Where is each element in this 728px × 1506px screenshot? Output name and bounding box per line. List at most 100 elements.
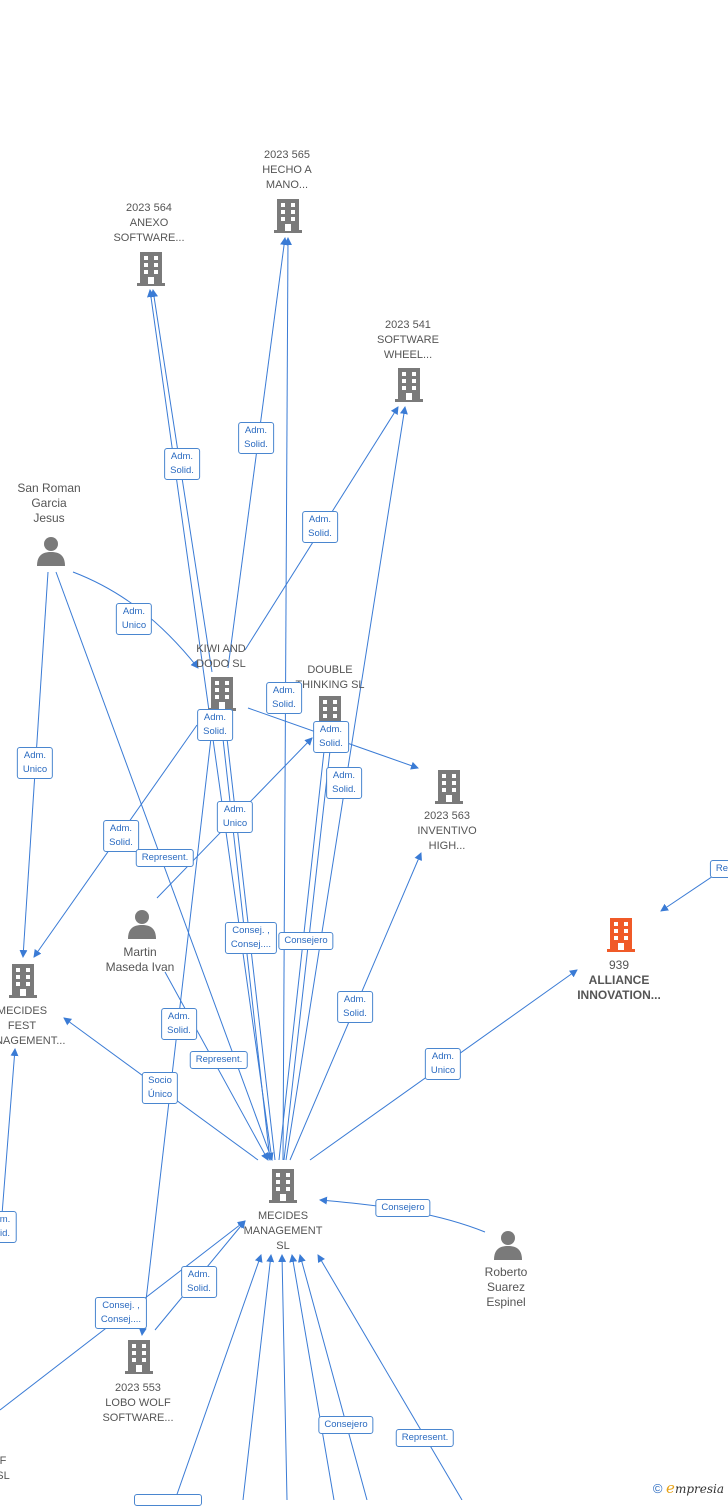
edge-label-line: Solid. bbox=[244, 439, 268, 450]
edge-label-line: Adm. bbox=[23, 750, 47, 761]
edge-label[interactable]: Adm. Unico bbox=[16, 747, 54, 779]
edge-label[interactable]: Re bbox=[709, 860, 728, 878]
edge-label-line: Solid. bbox=[167, 1025, 191, 1036]
edge-label[interactable]: Adm.Unico bbox=[216, 801, 254, 833]
node-line: 2023 541 bbox=[385, 319, 431, 331]
person-icon bbox=[37, 537, 65, 566]
edge-label[interactable]: Adm.Unico bbox=[115, 603, 153, 635]
footer-brand: © empresia bbox=[653, 1479, 724, 1497]
node-line: 2023 553 bbox=[115, 1382, 161, 1394]
edge-label[interactable]: Adm.Solid. bbox=[197, 709, 233, 741]
node-line: MANAGEMENT bbox=[243, 1225, 323, 1237]
node-line: San Roman bbox=[17, 481, 81, 495]
edge-bottom-4 bbox=[289, 1254, 335, 1500]
node-offscreen-partial[interactable]: F SL bbox=[0, 1454, 10, 1484]
edge-label[interactable]: Adm.Solid. bbox=[181, 1266, 217, 1298]
edge-label[interactable]: Adm.Solid. bbox=[161, 1008, 197, 1040]
edge-label[interactable]: Adm. Solid. bbox=[302, 511, 338, 543]
node-line: KIWI AND bbox=[196, 643, 246, 655]
edge-label[interactable]: m. id. bbox=[0, 1211, 17, 1243]
edge-label[interactable]: Represent. bbox=[395, 1429, 455, 1447]
node-alliance-innovation[interactable]: 939 ALLIANCE INNOVATION... bbox=[577, 958, 661, 1003]
edge-label-line: Adm. bbox=[308, 514, 332, 525]
node-kiwi-and-dodo[interactable]: KIWI AND DODO SL bbox=[196, 642, 246, 672]
node-line: MANAGEMENT... bbox=[0, 1035, 66, 1047]
edge-label[interactable]: Represent. bbox=[189, 1051, 249, 1069]
edge-label[interactable]: Consej. ,Consej.... bbox=[224, 922, 278, 954]
edge-label-line: Solid. bbox=[308, 528, 332, 539]
edge-label[interactable]: Represent. bbox=[135, 849, 195, 867]
edge-offscreen-fest bbox=[0, 1048, 19, 1241]
node-roberto-suarez[interactable]: Roberto Suarez Espinel bbox=[485, 1265, 528, 1310]
node-line: INNOVATION... bbox=[577, 988, 661, 1002]
edge-label-line: Solid. bbox=[187, 1283, 211, 1294]
node-san-roman[interactable]: San Roman Garcia Jesus bbox=[17, 481, 80, 526]
edge-label[interactable]: Adm. Solid. bbox=[238, 422, 274, 454]
node-line: SOFTWARE... bbox=[102, 1412, 174, 1424]
node-line: FEST bbox=[7, 1020, 37, 1032]
edge-label-line: Consej.... bbox=[100, 1314, 142, 1325]
node-hecho-a-mano[interactable]: 2023 565 HECHO A MANO... bbox=[262, 148, 312, 193]
edge-label[interactable]: Consej. , Consej.... bbox=[94, 1297, 148, 1329]
edge-label-line: Re bbox=[715, 863, 728, 874]
node-line: DODO SL bbox=[196, 658, 246, 670]
edge-label[interactable]: Adm.Solid. bbox=[337, 991, 373, 1023]
edge-bottom-3 bbox=[278, 1254, 288, 1500]
node-line: 939 bbox=[608, 958, 630, 972]
node-line: Espinel bbox=[486, 1295, 526, 1309]
node-line: SOFTWARE bbox=[377, 334, 439, 346]
node-line: DOUBLE bbox=[307, 664, 353, 676]
building-icon bbox=[395, 368, 423, 402]
edge-label[interactable]: Adm. Solid. bbox=[326, 767, 362, 799]
node-line: SL bbox=[0, 1470, 10, 1482]
edge-label[interactable]: Consejero bbox=[318, 1416, 374, 1434]
building-icon bbox=[607, 918, 635, 952]
node-line: Martin bbox=[123, 945, 157, 959]
edge-label-line: m. bbox=[0, 1214, 11, 1225]
node-line: SOFTWARE... bbox=[113, 232, 185, 244]
node-line: MECIDES bbox=[0, 1005, 48, 1017]
edge-label-partial[interactable] bbox=[134, 1494, 202, 1506]
edge-label-line: Solid. bbox=[272, 699, 296, 710]
node-martin-maseda[interactable]: Martin Maseda Ivan bbox=[106, 945, 175, 975]
edge-label-line: Consej. , bbox=[102, 1300, 140, 1311]
node-line: INVENTIVO bbox=[417, 825, 477, 837]
edge-label[interactable]: Adm.Solid. bbox=[313, 721, 349, 753]
node-line: Roberto bbox=[484, 1265, 528, 1279]
edge-label-line: id. bbox=[0, 1228, 11, 1239]
edge-label-line: Unico bbox=[222, 818, 248, 829]
edge-label[interactable]: Adm.Unico bbox=[424, 1048, 462, 1080]
node-double-thinking[interactable]: DOUBLE THINKING SL bbox=[295, 663, 364, 693]
node-line: LOBO WOLF bbox=[105, 1397, 171, 1409]
edge-label-line: Consej.... bbox=[230, 939, 272, 950]
edge-label-line: Solid. bbox=[170, 465, 194, 476]
node-mecides-management[interactable]: MECIDES MANAGEMENT SL bbox=[244, 1209, 323, 1254]
node-line: MECIDES bbox=[257, 1210, 309, 1222]
node-line: MANO... bbox=[265, 179, 309, 191]
person-icon bbox=[494, 1231, 522, 1260]
edge-label[interactable]: Consejero bbox=[375, 1199, 431, 1217]
edge-label-line: Unico bbox=[22, 764, 48, 775]
edge-label[interactable]: Adm.Solid. bbox=[266, 682, 302, 714]
node-mecides-fest[interactable]: MECIDES FEST MANAGEMENT... bbox=[0, 1004, 65, 1049]
node-line: 2023 565 bbox=[264, 149, 310, 161]
node-lobo-wolf[interactable]: 2023 553 LOBO WOLF SOFTWARE... bbox=[102, 1381, 173, 1426]
edge-label-line: Socio bbox=[148, 1075, 172, 1086]
edge-label-line: Adm. bbox=[244, 425, 268, 436]
node-line: 2023 564 bbox=[126, 202, 172, 214]
building-icon bbox=[9, 964, 37, 998]
node-line: Suarez bbox=[486, 1280, 526, 1294]
edge-label-line: Solid. bbox=[332, 784, 356, 795]
edge-label-line: Adm. bbox=[332, 770, 356, 781]
building-icon bbox=[125, 1340, 153, 1374]
node-line: ANEXO bbox=[129, 217, 169, 229]
node-line: Garcia bbox=[31, 496, 67, 510]
node-anexo-software[interactable]: 2023 564 ANEXO SOFTWARE... bbox=[113, 201, 184, 246]
edge-label[interactable]: Adm.Solid. bbox=[164, 448, 200, 480]
node-software-wheel[interactable]: 2023 541 SOFTWARE WHEEL... bbox=[377, 318, 439, 363]
edge-label[interactable]: Adm.Solid. bbox=[103, 820, 139, 852]
edge-label[interactable]: Consejero bbox=[278, 932, 334, 950]
node-inventivo-high[interactable]: 2023 563 INVENTIVO HIGH... bbox=[417, 809, 476, 854]
edge-label-line: Solid. bbox=[343, 1008, 367, 1019]
